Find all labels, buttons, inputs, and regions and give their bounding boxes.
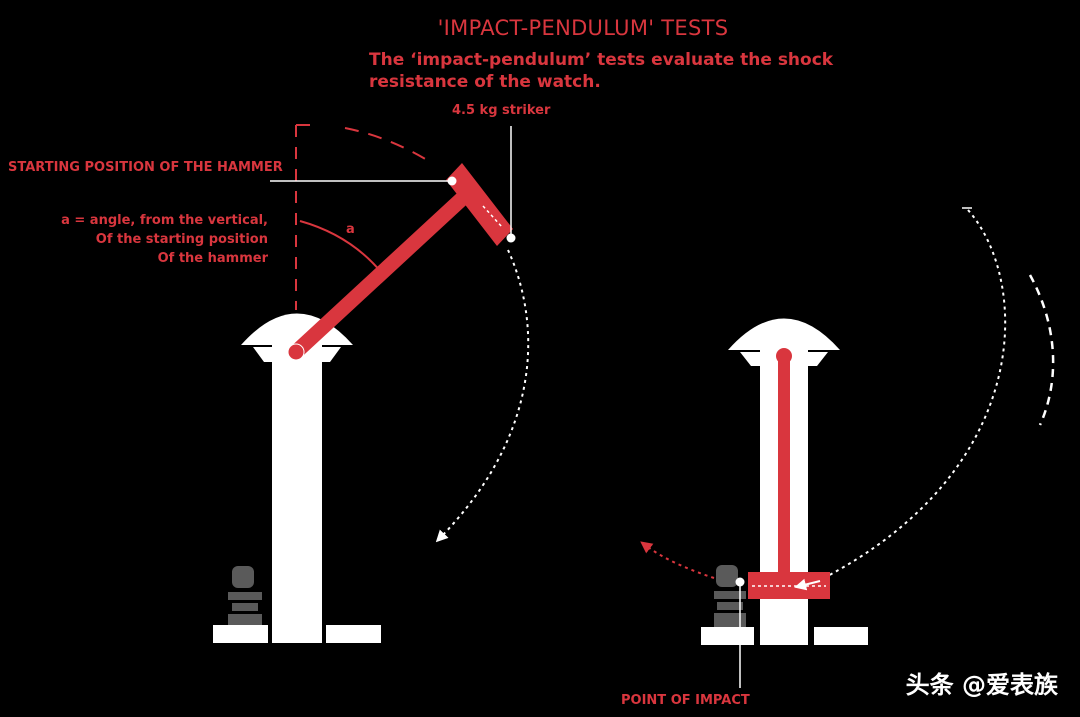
incoming-swing-arrow [794, 578, 821, 591]
rebound-arrow [640, 541, 715, 579]
striker-dash [482, 205, 503, 228]
diagram-title: 'IMPACT-PENDULUM' TESTS [437, 16, 729, 40]
left-apparatus [213, 124, 530, 643]
starting-arc [296, 124, 433, 164]
left-base-plate-right [326, 625, 381, 643]
swing-path-arrow [435, 249, 530, 543]
right-watch-fixture [714, 565, 746, 627]
starting-position-label: STARTING POSITION OF THE HAMMER [8, 160, 283, 175]
left-base-plate-left [213, 625, 268, 643]
striker-label: 4.5 kg striker [452, 103, 551, 118]
left-pillar [272, 345, 322, 643]
angle-note-line-1: a = angle, from the vertical, [61, 213, 268, 228]
right-base-plate-left [701, 627, 754, 645]
angle-note: a = angle, from the vertical, Of the sta… [0, 211, 268, 268]
angle-note-line-3: Of the hammer [157, 251, 268, 266]
watermark: 头条 @爱表族 [905, 671, 1058, 699]
hammer-head [446, 163, 513, 246]
outer-swing-arc [1028, 274, 1055, 426]
pivot-point [287, 343, 305, 361]
angle-symbol: a [346, 222, 355, 237]
return-swing-path [819, 209, 1007, 581]
diagram-subtitle: The ‘impact-pendulum’ tests evaluate the… [369, 50, 834, 92]
angle-arc [299, 220, 385, 277]
left-watch-fixture [228, 566, 262, 625]
right-pivot-point [776, 348, 792, 364]
right-base-plate-right [814, 627, 868, 645]
right-apparatus [640, 207, 1055, 688]
angle-note-line-2: Of the starting position [95, 232, 268, 247]
hammer-arm [288, 187, 474, 360]
right-dome [728, 318, 840, 350]
point-of-impact-label: POINT OF IMPACT [621, 693, 750, 708]
